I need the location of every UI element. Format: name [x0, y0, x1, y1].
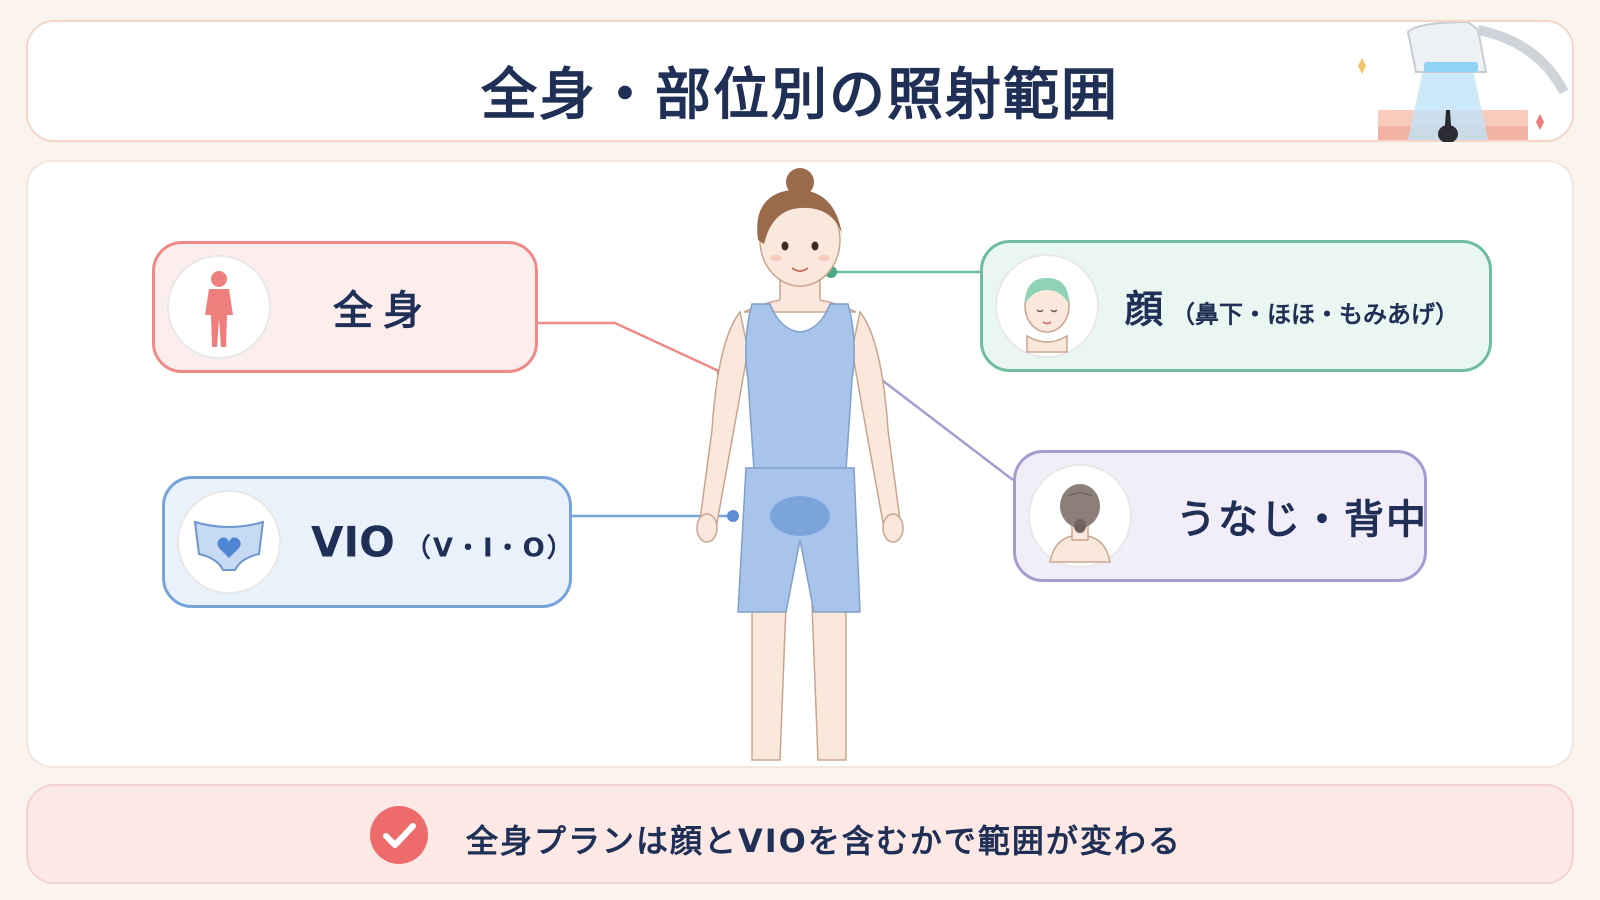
header-panel: 全身・部位別の照射範囲	[26, 20, 1574, 142]
page-title: 全身・部位別の照射範囲	[481, 63, 1119, 128]
face-badge	[995, 254, 1099, 358]
card-neck-back: うなじ・背中	[1013, 450, 1427, 582]
face-label: 顔（鼻下・ほほ・もみあげ）	[1125, 279, 1459, 334]
card-vio: VIO （V・I・O）	[162, 476, 575, 608]
underwear-heart-icon	[193, 520, 265, 571]
vio-label-sub: （V・I・O）	[404, 533, 575, 564]
check-badge	[370, 806, 428, 864]
connector-neck-back	[873, 373, 1014, 481]
laser-device-icon	[1358, 22, 1568, 142]
vio-label: VIO （V・I・O）	[311, 518, 575, 567]
back-of-head-badge	[1028, 464, 1132, 568]
face-label-main: 顔	[1125, 287, 1164, 332]
vio-highlight	[770, 496, 830, 536]
footer-text: 全身プランは顔とVIOを含むかで範囲が変わる	[466, 822, 1182, 860]
back-of-head-icon	[1049, 484, 1111, 563]
card-face: 顔（鼻下・ほほ・もみあげ）	[980, 240, 1492, 372]
card-full-body: 全身	[152, 241, 538, 373]
footer-note: 全身プランは顔とVIOを含むかで範囲が変わる	[26, 784, 1574, 884]
face-label-sub: （鼻下・ほほ・もみあげ）	[1171, 300, 1460, 329]
face-icon	[1024, 278, 1070, 353]
vio-label-main: VIO	[311, 517, 395, 567]
connector-dot-vio	[727, 510, 739, 522]
check-icon	[383, 823, 416, 848]
neck-back-label: うなじ・背中	[1176, 497, 1428, 543]
underwear-badge	[177, 490, 281, 594]
full-body-label: 全身	[333, 288, 433, 334]
silhouette-badge	[167, 255, 271, 359]
silhouette-icon	[205, 271, 233, 347]
connector-full-body	[538, 321, 724, 375]
